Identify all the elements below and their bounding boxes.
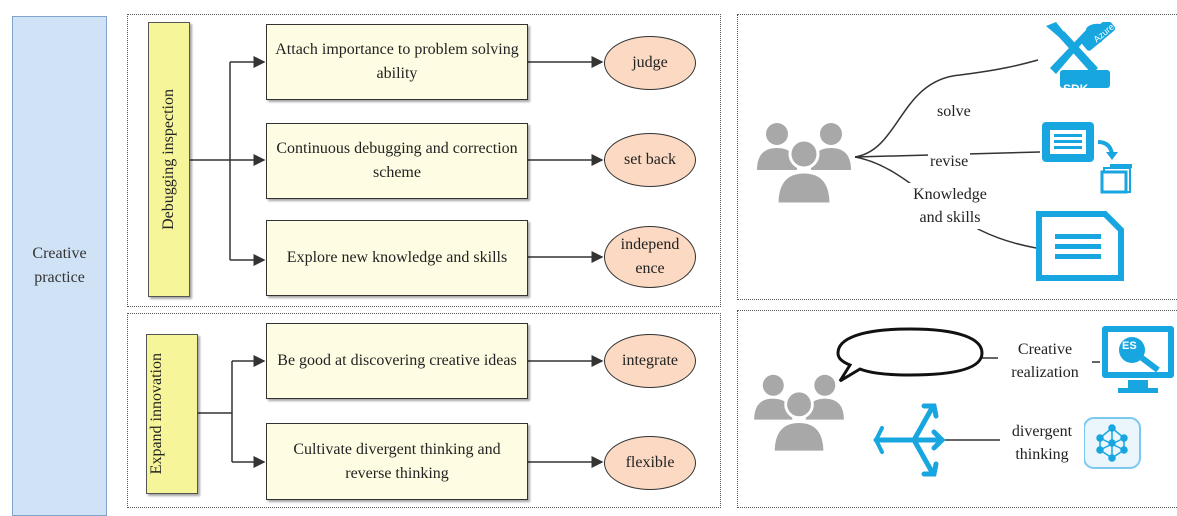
revise-label: revise — [928, 150, 971, 173]
network-node-icon — [1083, 417, 1141, 469]
result-ellipse: flexible — [604, 436, 696, 490]
people-group-icon — [757, 123, 851, 206]
result-text: judge — [632, 54, 668, 71]
sdk-badge-text: SDK — [1063, 82, 1089, 96]
divergent-arrows-icon — [873, 403, 946, 477]
result-text: set back — [624, 151, 676, 168]
creative-practice-label: Creative practice — [32, 245, 87, 286]
debugging-inspection-label: Debugging inspection — [160, 89, 177, 230]
speech-bubble-icon — [836, 327, 984, 383]
expand-innovation-label: Expand innovation — [148, 353, 165, 475]
people-group-icon — [754, 374, 844, 454]
top-right-panel — [737, 14, 1177, 300]
process-box-text: Continuous debugging and correction sche… — [276, 140, 518, 181]
sdk-tools-icon — [1046, 22, 1116, 88]
solve-label: solve — [935, 100, 973, 123]
knowledge-skills-label: Knowledge and skills — [898, 183, 1002, 229]
result-text: integrate — [622, 352, 678, 369]
process-box-text: Attach importance to problem solving abi… — [275, 41, 519, 82]
es-monitor-icon — [1102, 326, 1174, 393]
document-revise-icon — [1042, 122, 1132, 194]
top-left-panel — [127, 14, 721, 307]
expand-innovation-bar: Expand innovation — [146, 334, 198, 494]
document-icon — [1036, 211, 1124, 281]
es-badge-text: ES — [1122, 340, 1137, 352]
result-ellipse: set back — [604, 133, 696, 187]
process-box: Be good at discovering creative ideas — [266, 323, 528, 399]
result-text: independ ence — [620, 236, 680, 277]
creative-practice-bar: Creative practice — [12, 16, 107, 516]
result-ellipse: judge — [604, 36, 696, 90]
debugging-inspection-bar: Debugging inspection — [148, 22, 190, 297]
creative-realization-label: Creative realization — [998, 338, 1092, 384]
divergent-thinking-label: divergent thinking — [1000, 420, 1084, 466]
result-ellipse: integrate — [604, 334, 696, 388]
process-box: Explore new knowledge and skills — [266, 220, 528, 296]
result-ellipse: independ ence — [604, 226, 696, 288]
result-text: flexible — [625, 454, 675, 471]
process-box: Cultivate divergent thinking and reverse… — [266, 423, 528, 500]
process-box-text: Cultivate divergent thinking and reverse… — [293, 440, 501, 482]
process-box-text: Explore new knowledge and skills — [286, 249, 508, 266]
process-box: Continuous debugging and correction sche… — [266, 123, 528, 199]
process-box-text: Be good at discovering creative ideas — [277, 352, 517, 369]
process-box: Attach importance to problem solving abi… — [266, 24, 528, 100]
